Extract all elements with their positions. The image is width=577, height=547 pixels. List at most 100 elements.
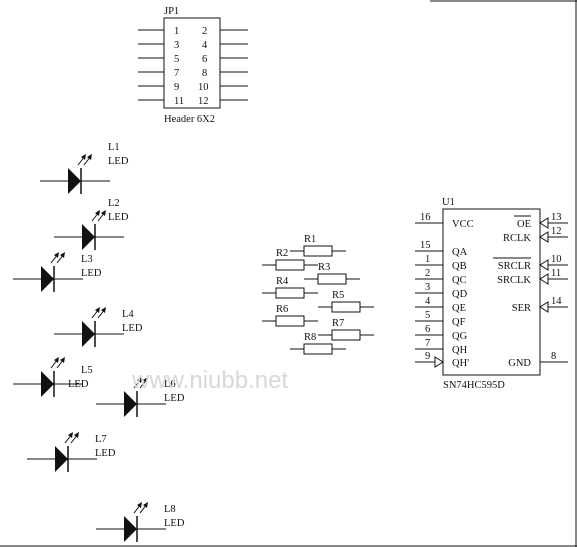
resistor-label: R6 [276,304,288,315]
resistor-r7 [318,329,374,341]
ic-pin-number: 8 [551,351,556,362]
ic-pin-number: 11 [551,268,561,279]
header-body [163,17,221,109]
ic-pin-name: QD [452,289,468,300]
led-diode-triangle [41,266,54,292]
led-diode-triangle [55,446,68,472]
led-type: LED [108,212,129,223]
led-symbol [40,154,110,194]
ic-pin-name: GND [508,358,531,369]
ic-pin-name: RCLK [503,233,531,244]
ic-u1: U1 16 15 1 2 3 4 5 6 7 9 VCC QA QB QC QD… [415,197,568,391]
ic-pin-number: 14 [551,296,562,307]
resistor-label: R1 [304,234,316,245]
ic-pin-number: 6 [425,324,430,335]
header-pin-label: 10 [198,82,209,93]
ic-pin-name: QE [452,303,466,314]
ic-pin-number: 10 [551,254,562,265]
ic-pin-number: 16 [420,212,431,223]
header-ref: JP1 [164,6,179,17]
led-light-arrowhead [74,432,79,438]
led-symbol [96,377,166,417]
ic-pin-number: 7 [425,338,430,349]
ic-pin-name: SRCLR [498,261,531,272]
ic-pin-name: QA [452,247,468,258]
led-light-arrowhead [81,154,86,160]
resistor-label: R3 [318,262,330,273]
ic-pin-name: VCC [452,219,474,230]
header-pin-wires [138,29,248,101]
ic-pin-number: 2 [425,268,430,279]
header-pin-label: 12 [198,96,209,107]
ic-pin-name: QF [452,317,466,328]
ic-pin-number: 13 [551,212,562,223]
led-light-arrowhead [101,210,106,216]
led-type: LED [108,156,129,167]
resistor-r5 [318,301,374,313]
ic-body [442,208,541,376]
resistor-network: R1 R2 R3 R4 R5 R6 R7 R8 [262,234,374,355]
header-pin-label: 11 [174,96,184,107]
led-light-arrowhead [137,502,142,508]
ic-input-arrows [539,217,549,313]
led-type: LED [122,323,143,334]
ic-pin-number: 1 [425,254,430,265]
header-jp1: JP1 1 3 5 7 9 11 2 4 6 8 10 12 Header 6X… [138,6,248,125]
ic-pin-name: QH' [452,358,469,369]
resistor-r6 [262,315,318,327]
ic-pin-name: QG [452,331,468,342]
led-light-arrowhead [95,307,100,313]
header-pin-label: 7 [174,68,179,79]
header-pin-label: 1 [174,26,179,37]
resistor-label: R2 [276,248,288,259]
resistor-label: R4 [276,276,289,287]
led-type: LED [68,379,89,390]
resistor-r2 [262,259,318,271]
led-ref: L6 [164,379,176,390]
header-pin-label: 2 [202,26,207,37]
led-light-arrowhead [60,252,65,258]
ic-pin-number: 3 [425,282,430,293]
ic-pin-name: SER [512,303,531,314]
header-pin-label: 8 [202,68,207,79]
header-pin-label: 5 [174,54,179,65]
led-ref: L4 [122,309,134,320]
led-symbol [54,307,124,347]
header-pin-label: 6 [202,54,207,65]
resistor-label: R8 [304,332,316,343]
led-ref: L8 [164,504,176,515]
ic-pin-number: 5 [425,310,430,321]
resistor-r8 [290,343,346,355]
resistor-r1 [290,245,346,257]
ic-part-number: SN74HC595D [443,380,505,391]
led-type: LED [81,268,102,279]
resistor-label: R7 [332,318,344,329]
led-ref: L3 [81,254,93,265]
led-ref: L5 [81,365,93,376]
led-light-arrowhead [143,377,148,383]
led-symbol [96,502,166,542]
led-light-arrowhead [68,432,73,438]
resistor-r4 [262,287,318,299]
header-pin-label: 4 [202,40,208,51]
ic-pin-name: SRCLK [497,275,531,286]
ic-pin-number: 12 [551,226,562,237]
led-layer [13,154,166,542]
led-diode-triangle [68,168,81,194]
qh-prime-output-arrow [434,356,444,368]
ic-right-pin-wires [540,222,568,363]
ic-left-pin-wires [415,222,443,363]
led-light-arrowhead [54,357,59,363]
led-type: LED [95,448,116,459]
led-diode-triangle [124,391,137,417]
led-symbol [13,357,83,397]
led-light-arrowhead [137,377,142,383]
led-symbol [13,252,83,292]
header-pin-label: 3 [174,40,179,51]
led-light-arrowhead [87,154,92,160]
ic-pin-name: QB [452,261,467,272]
led-diode-triangle [41,371,54,397]
ic-pin-number: 4 [425,296,431,307]
